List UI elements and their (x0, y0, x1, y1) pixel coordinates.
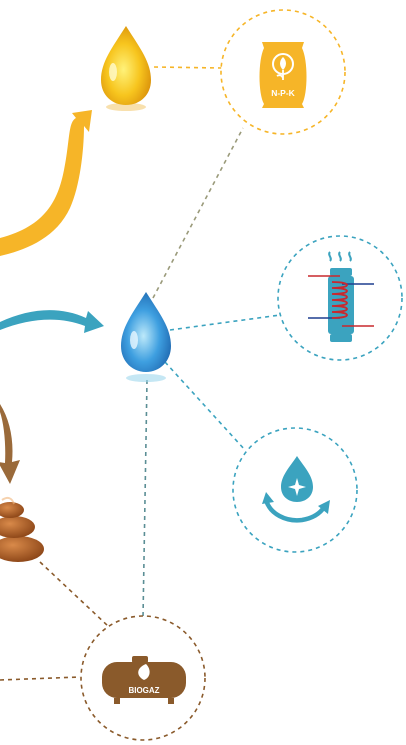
connectors (0, 67, 280, 680)
oil-flow-arrow (0, 110, 92, 256)
flow-arrows (0, 110, 104, 484)
fertilizer-label: N-P-K (271, 88, 295, 98)
connector-biogas-left (0, 677, 80, 680)
connector-water-fertilizer (153, 128, 243, 298)
connector-oil-fertilizer (154, 67, 222, 68)
manure-pile-icon (0, 498, 44, 562)
water-drop-icon (121, 292, 171, 382)
connector-manure-biogas (40, 562, 108, 626)
connector-water-biogas (143, 380, 147, 618)
digestate-flow-arrow (0, 404, 20, 484)
biogas-tank-icon: BIOGAZ (102, 656, 186, 704)
heater-circle (278, 236, 402, 360)
fertilizer-circle: N-P-K (221, 10, 345, 134)
fertilizer-bag-icon: N-P-K (260, 42, 307, 108)
recycle-circle (233, 428, 357, 552)
connector-water-heater (170, 315, 280, 330)
connector-water-recycle (165, 362, 245, 450)
biogas-label: BIOGAZ (128, 686, 159, 695)
oil-drop-icon (101, 26, 151, 111)
biogas-circle: BIOGAZ (81, 616, 205, 740)
water-flow-arrow (0, 310, 104, 333)
